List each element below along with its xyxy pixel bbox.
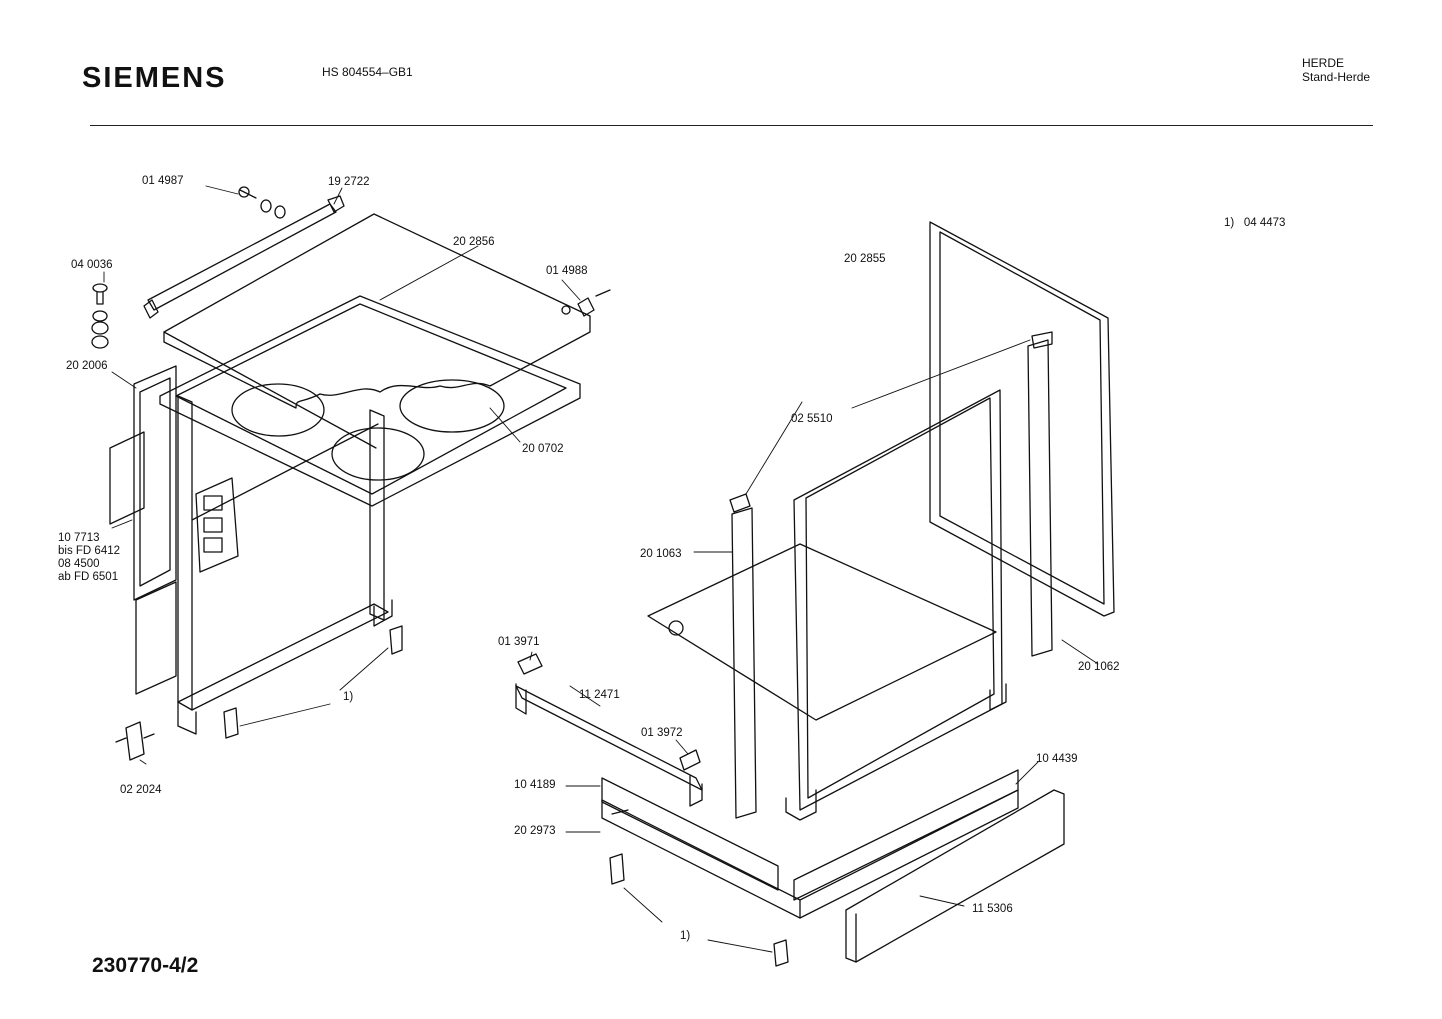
clip-013972 xyxy=(679,749,701,771)
label-104439: 10 4439 xyxy=(1036,753,1078,765)
fixings-040036 xyxy=(91,283,109,349)
category-title: HERDE xyxy=(1302,56,1345,70)
footnote-marker: 1) xyxy=(1224,217,1235,229)
label-202006: 20 2006 xyxy=(66,360,108,372)
header-divider xyxy=(90,125,1373,126)
feet-left xyxy=(223,625,403,739)
label-013972: 01 3972 xyxy=(641,727,683,739)
clip-013971 xyxy=(517,653,543,675)
oven-frame-left xyxy=(177,395,393,735)
label-112471: 11 2471 xyxy=(579,689,620,701)
side-panel-202006 xyxy=(109,365,177,695)
control-panel-bracket xyxy=(195,477,239,573)
label-note1-bottom: 1) xyxy=(680,930,691,942)
leader-lines xyxy=(103,185,1099,953)
label-202856: 20 2856 xyxy=(453,236,495,248)
label-107713-note: bis FD 6412 xyxy=(58,545,121,557)
screw-washers-014987 xyxy=(238,186,286,219)
label-200702: 20 0702 xyxy=(522,443,564,455)
label-202973: 20 2973 xyxy=(514,825,556,837)
label-040036: 04 0036 xyxy=(71,259,113,271)
model-number: HS 804554–GB1 xyxy=(322,65,413,79)
hinge-rod xyxy=(143,195,345,319)
back-panel-202855 xyxy=(929,221,1115,617)
brand-logo: SIEMENS xyxy=(82,62,227,94)
label-104189: 10 4189 xyxy=(514,779,556,791)
front-upright-201063 xyxy=(729,493,757,819)
footnote-part: 04 4473 xyxy=(1243,217,1286,229)
rail-112471 xyxy=(515,683,703,807)
floor-panel xyxy=(647,543,997,721)
label-201063: 20 1063 xyxy=(640,548,682,560)
label-107713: 10 7713 xyxy=(58,532,100,544)
plinth-side-104439 xyxy=(793,769,1019,901)
cover-lid-202856 xyxy=(163,213,591,449)
label-084500-note: ab FD 6501 xyxy=(58,571,119,583)
label-014988: 01 4988 xyxy=(546,265,588,277)
kick-plate-115306 xyxy=(845,789,1065,963)
feet-right xyxy=(609,853,789,967)
label-084500: 08 4500 xyxy=(58,558,100,570)
document-number: 230770-4/2 xyxy=(92,954,199,977)
label-115306: 11 5306 xyxy=(972,903,1013,915)
bracket-014988 xyxy=(561,289,611,317)
category-block: HERDE Stand-Herde xyxy=(1302,56,1370,84)
label-202855: 20 2855 xyxy=(844,253,886,265)
footnote: 1) 04 4473 xyxy=(1224,217,1285,229)
oven-frame-right xyxy=(785,389,1007,821)
label-022024: 02 2024 xyxy=(120,784,162,796)
label-014987: 01 4987 xyxy=(142,175,184,187)
category-subtitle: Stand-Herde xyxy=(1302,70,1371,84)
label-192722: 19 2722 xyxy=(328,176,370,188)
label-025510: 02 5510 xyxy=(791,413,833,425)
label-201062: 20 1062 xyxy=(1078,661,1120,673)
label-note1-left: 1) xyxy=(343,691,354,703)
plug-022024 xyxy=(115,721,155,761)
label-107713-group: 10 7713 bis FD 6412 08 4500 ab FD 6501 xyxy=(58,532,120,584)
label-013971: 01 3971 xyxy=(498,636,540,648)
plinth-front-104189 xyxy=(601,777,779,891)
rear-upright-201062 xyxy=(1027,331,1053,657)
